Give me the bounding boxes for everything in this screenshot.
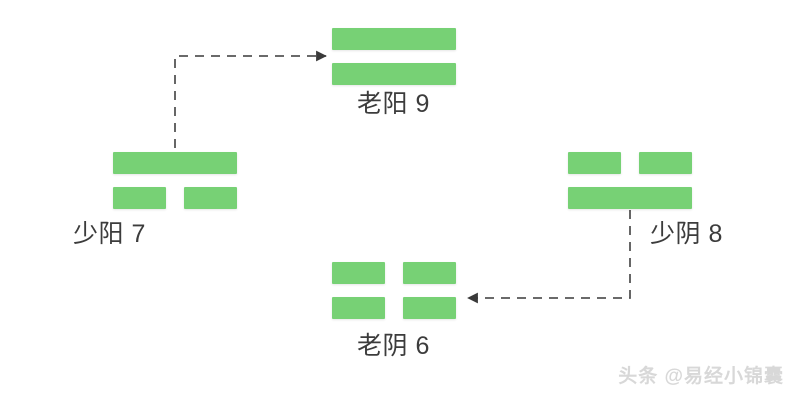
yao-bar-right	[403, 262, 456, 284]
yao-bar-right	[184, 187, 237, 209]
yao-bar-right	[403, 297, 456, 319]
yao-line-broken	[113, 187, 237, 209]
hexagram-symbol-laoyang	[332, 28, 456, 85]
watermark: 头条 @易经小锦囊	[618, 366, 784, 387]
node-label-laoyin: 老阴 6	[357, 332, 430, 360]
yao-bar	[332, 63, 456, 85]
arrow-shaoyang-to-laoyang	[174, 50, 327, 148]
yao-bar-left	[332, 262, 385, 284]
node-label-shaoyin: 少阴 8	[650, 220, 723, 248]
yao-bar-right	[639, 152, 692, 174]
yao-line-solid	[113, 152, 237, 174]
yao-line-solid	[332, 63, 456, 85]
yao-bar-left	[113, 187, 166, 209]
yao-bar-left	[568, 152, 621, 174]
yao-bar	[332, 28, 456, 50]
yao-line-broken	[332, 262, 456, 284]
yao-bar	[568, 187, 692, 209]
yao-line-broken	[332, 297, 456, 319]
yao-bar-left	[332, 297, 385, 319]
node-label-laoyang: 老阳 9	[357, 90, 430, 118]
hexagram-symbol-shaoyin	[568, 152, 692, 209]
yao-bar	[113, 152, 237, 174]
hexagram-symbol-laoyin	[332, 262, 456, 319]
node-label-shaoyang: 少阳 7	[73, 220, 146, 248]
yao-line-solid	[568, 187, 692, 209]
arrow-shaoyin-to-laoyin	[467, 210, 631, 304]
hexagram-symbol-shaoyang	[113, 152, 237, 209]
yao-line-solid	[332, 28, 456, 50]
yao-line-broken	[568, 152, 692, 174]
